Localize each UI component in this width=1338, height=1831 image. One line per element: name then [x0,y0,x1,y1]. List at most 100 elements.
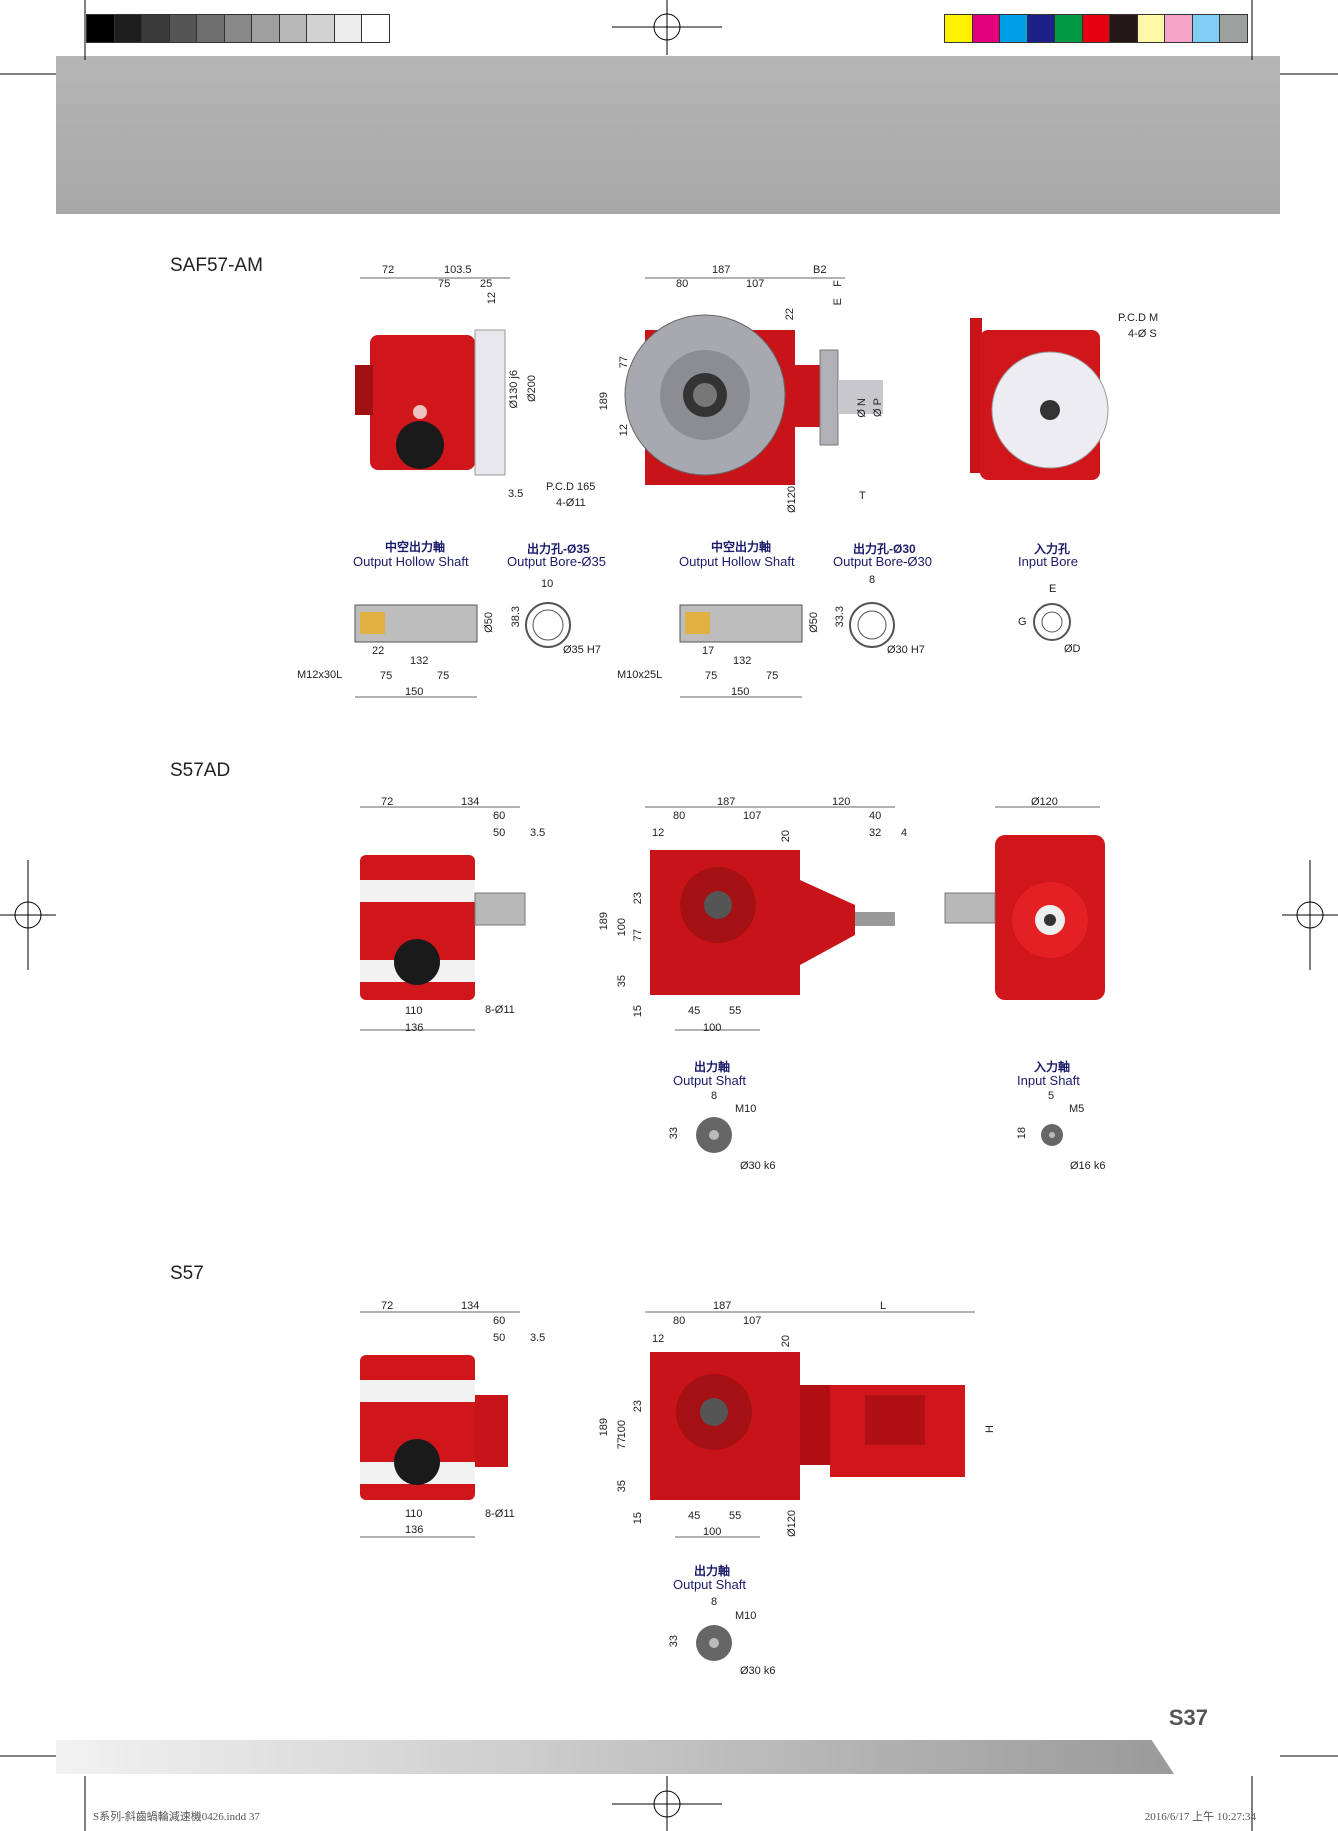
gray-swatch [333,14,363,43]
dim-label: 100 [703,1526,722,1538]
dim-label: 134 [461,1300,480,1312]
dim-label: 8-Ø11 [485,1508,515,1520]
dim-label: 4-Ø11 [556,497,586,509]
dim-label: Ø30 k6 [740,1665,776,1677]
section-title-s57: S57 [170,1263,204,1284]
dim-label: 12 [652,1333,665,1345]
dim-label: 136 [405,1022,424,1034]
dim-label: 35 [616,1480,628,1493]
saf57-input-bore [1033,603,1071,641]
footer-bar [56,1740,1174,1774]
caption-input-shaft-cn: 入力軸 [1034,1060,1071,1074]
color-swatch [1164,14,1193,43]
dim-label: Ø130 j6 [508,370,520,409]
gray-swatch [86,14,115,43]
caption-bore-cn: 出力孔-Ø35 [527,542,590,556]
gray-swatch [113,14,143,43]
dim-label: P.C.D M [1118,312,1159,324]
dim-label: 189 [598,1418,610,1437]
dim-label: 150 [731,686,750,698]
dim-label: 12 [618,424,630,437]
dim-label: Ø50 [808,612,820,633]
dim-label: 12 [652,827,665,839]
caption-bore-cn: 出力孔-Ø30 [853,542,916,556]
dim-label: 110 [405,1005,423,1017]
dim-label: 77 [616,1437,628,1450]
dim-label: 3.5 [530,1332,546,1344]
dim-label: 23 [632,892,644,905]
caption-hollow-shaft-cn: 中空出力軸 [385,540,446,554]
dim-label: 3.5 [508,488,524,500]
color-swatch [1191,14,1221,43]
dim-label: M10 [735,1610,757,1622]
section-title-saf57-am: SAF57-AM [170,255,263,276]
dim-label: 132 [410,655,429,667]
dim-label: 18 [1016,1127,1028,1140]
dim-label: 75 [380,670,393,682]
dim-label: T [859,490,866,502]
saf57-side-view [355,329,506,476]
s57ad-end-view [944,835,1105,1000]
dim-label: 80 [673,1315,686,1327]
dim-label: 4-Ø S [1128,328,1157,340]
dim-label: 189 [598,912,610,931]
caption-input-bore-en: Input Bore [1018,554,1078,569]
dim-label: M5 [1069,1103,1085,1115]
dim-label: 187 [713,1300,732,1312]
dim-label: M10x25L [617,669,663,681]
saf57-end-view [970,318,1109,480]
saf57-hollow-shaft-2 [679,604,803,643]
dim-label: 75 [437,670,450,682]
dim-label: F [832,280,844,287]
gray-swatch [306,14,335,43]
dim-label: 150 [405,686,424,698]
color-swatch [1054,14,1083,43]
caption-bore-en: Output Bore-Ø35 [507,554,606,569]
dim-label: Ø200 [526,375,538,402]
dim-label: 120 [832,796,851,808]
dim-label: 75 [438,278,451,290]
dim-label: 110 [405,1508,423,1520]
dim-label: 38.3 [510,606,522,628]
dim-label: 20 [780,1335,792,1348]
color-swatch [1136,14,1166,43]
dim-label: G [1018,616,1027,628]
dim-label: 8-Ø11 [485,1004,515,1016]
dim-label: 107 [746,278,765,290]
dim-label: 22 [372,645,385,657]
caption-hollow-shaft-en: Output Hollow Shaft [353,554,469,569]
dim-label: 134 [461,796,480,808]
dim-label: Ø120 [1031,796,1058,808]
dim-label: 33 [668,1127,680,1140]
caption-input-shaft-en: Input Shaft [1017,1073,1080,1088]
saf57-bore-2 [849,602,895,648]
dim-label: 100 [616,1420,628,1439]
footer-filename: S系列-斜齒蝸輪減速機0426.indd 37 [93,1811,260,1823]
dim-label: 10 [541,578,554,590]
dim-label: 12 [486,292,498,305]
dim-label: 4 [901,827,908,839]
dim-label: L [880,1300,887,1312]
dim-label: 77 [632,929,644,942]
dim-label: 5 [1048,1090,1055,1102]
s57ad-side-view [360,855,526,1000]
dim-label: 80 [676,278,689,290]
dim-label: 40 [869,810,882,822]
saf57-hollow-shaft-1 [354,604,478,643]
dim-label: 23 [632,1400,644,1413]
caption-output-shaft-en: Output Shaft [673,1073,746,1088]
dim-label: 25 [480,278,493,290]
dim-label: 33 [668,1635,680,1648]
dim-label: 50 [493,827,506,839]
dim-label: 80 [673,810,686,822]
dim-label: 45 [688,1005,701,1017]
dim-label: B2 [813,264,827,276]
dim-label: 33.3 [834,606,846,628]
dim-label: E [1049,583,1057,595]
dim-label: Ø30 k6 [740,1160,776,1172]
dim-label: 75 [705,670,718,682]
dim-label: Ø N [856,398,868,418]
s57ad-input-shaft [1041,1124,1063,1146]
gray-swatch [196,14,225,43]
